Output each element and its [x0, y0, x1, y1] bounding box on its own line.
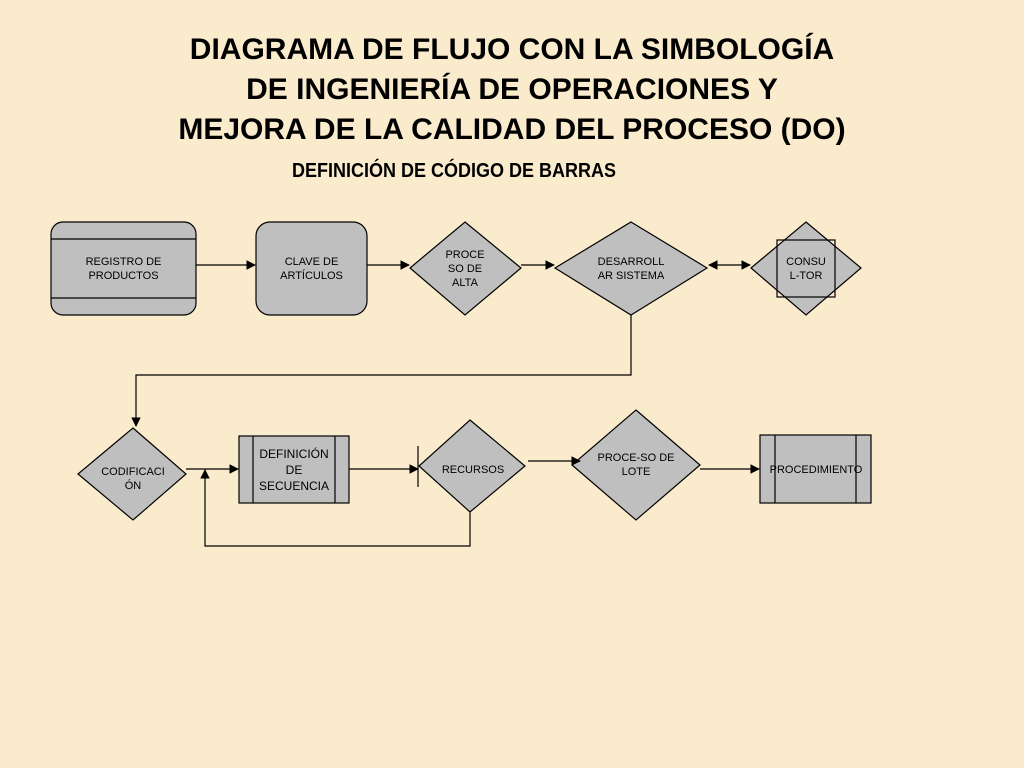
node-proceso-lote-shape	[571, 409, 701, 521]
node-proceso-alta-label: PROCE SO DE ALTA	[430, 245, 500, 293]
node-definicion-label: DEFINICIÓN DE SECUENCIA	[253, 445, 335, 495]
node-consultor-label: CONSU L-TOR	[777, 252, 835, 286]
slide-title: DIAGRAMA DE FLUJO CON LA SIMBOLOGÍA DE I…	[0, 30, 1024, 150]
node-definicion-shape	[238, 435, 350, 504]
node-codificacion-line-1: CODIFICACI	[101, 466, 165, 478]
node-procedimiento-label: PROCEDIMIENTO	[769, 456, 863, 484]
node-proceso-alta-shape	[409, 221, 522, 316]
node-recursos-label: RECURSOS	[435, 456, 511, 484]
title-line-1: DIAGRAMA DE FLUJO CON LA SIMBOLOGÍA	[189, 33, 835, 66]
slide-subtitle: DEFINICIÓN DE CÓDIGO DE BARRAS	[292, 160, 617, 182]
node-registro-shape	[50, 221, 197, 316]
node-codificacion-shape	[77, 427, 187, 521]
node-clave-label: CLAVE DE ARTÍCULOS	[260, 252, 363, 286]
node-registro-label: REGISTRO DE PRODUCTOS	[55, 255, 192, 283]
node-definicion-line-2: DE	[285, 463, 303, 477]
node-codificacion-label: CODIFICACI ÓN	[96, 462, 170, 496]
title-line-3: MEJORA DE LA CALIDAD DEL PROCESO (DO)	[178, 113, 846, 146]
title-line-2: DE INGENIERÍA DE OPERACIONES Y	[246, 73, 778, 106]
node-consultor-line-1: CONSU	[786, 256, 826, 268]
node-consultor-line-2: L-TOR	[789, 270, 823, 282]
arrow-desarrollar-codificacion	[131, 315, 632, 427]
node-proceso-alta-line-1: PROCE	[445, 249, 485, 261]
node-codificacion-line-2: ÓN	[124, 480, 142, 492]
node-clave-line-1: CLAVE DE	[284, 256, 339, 268]
node-registro-line-1: REGISTRO DE PRODUCTOS	[85, 256, 162, 282]
node-desarrollar-label: DESARROLL AR SISTEMA	[588, 252, 674, 286]
node-proceso-lote-line-1: PROCE-SO DE	[597, 452, 675, 464]
arrow-recursos-loop-back	[200, 469, 471, 547]
node-consultor-inner	[776, 239, 836, 298]
node-proceso-alta-line-2: SO DE	[447, 263, 483, 275]
node-desarrollar-line-1: DESARROLL	[597, 256, 665, 268]
node-proceso-lote-line-2: LOTE	[621, 466, 651, 478]
node-recursos-line-1: RECURSOS	[441, 464, 505, 476]
node-consultor-shape	[750, 221, 862, 316]
node-definicion-line-1: DEFINICIÓN	[259, 447, 329, 461]
node-proceso-alta-line-3: ALTA	[452, 277, 478, 289]
node-procedimiento-line-1: PROCEDIMIENTO	[769, 464, 863, 476]
node-clave-line-2: ARTÍCULOS	[280, 270, 343, 282]
node-definicion-line-3: SECUENCIA	[258, 479, 329, 493]
node-procedimiento-shape	[759, 434, 872, 504]
node-clave-shape	[255, 221, 368, 316]
node-desarrollar-line-2: AR SISTEMA	[597, 270, 665, 282]
node-proceso-lote-label: PROCE-SO DE LOTE	[592, 448, 680, 482]
